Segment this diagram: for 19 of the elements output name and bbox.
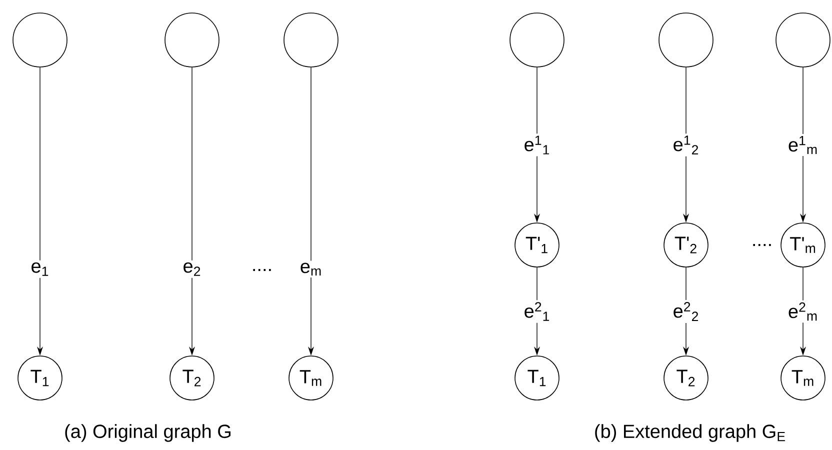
caption: (a) Original graph G <box>65 424 230 442</box>
ellipsis: .... <box>753 244 771 246</box>
caption: (b) Extended graph G$_{E}$ <box>595 424 785 442</box>
empty-circle <box>284 12 338 68</box>
edge-label: e$_{2}$ <box>180 260 204 278</box>
edge-label: e$^{2}$m <box>786 300 820 323</box>
edge-label: e$^{2}$2 <box>670 300 702 323</box>
edge-label: e$_{m}$ <box>298 260 324 278</box>
empty-circle <box>164 12 220 68</box>
empty-circle <box>658 12 714 68</box>
edge-label: e$^{1}$1 <box>522 134 552 156</box>
edge-label: e$_{1}$ <box>28 260 52 278</box>
edge-label: e$^{1}$m <box>786 134 820 156</box>
ellipsis: .... <box>253 269 271 272</box>
edge-label: e$^{2}$1 <box>522 300 552 323</box>
empty-circle <box>776 12 830 68</box>
edge-label: e$^{1}$2 <box>670 134 702 156</box>
empty-circle <box>510 12 564 68</box>
empty-circle <box>12 12 68 68</box>
